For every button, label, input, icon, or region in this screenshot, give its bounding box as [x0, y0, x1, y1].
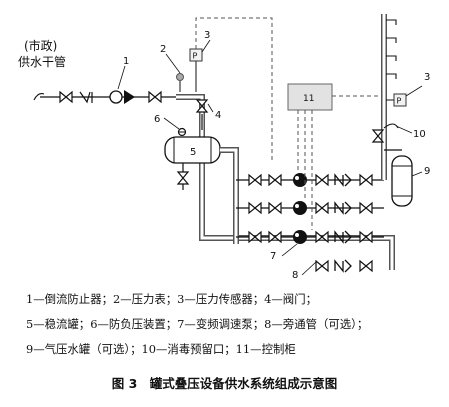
callout-3a: 3 [201, 30, 210, 53]
callout-8: 8 [292, 261, 317, 281]
legend-line-1: 1—倒流防止器；2—压力表；3—压力传感器；4—阀门； [26, 292, 317, 306]
bypass-pipe [315, 259, 373, 273]
control-cabinet [287, 83, 333, 111]
sensor-letter-2: P [397, 97, 402, 106]
inlet-pipe [33, 93, 112, 101]
callout-6: 6 [154, 114, 180, 130]
svg-text:6: 6 [154, 114, 160, 125]
inlet-label: (市政) 供水干管 [18, 38, 66, 69]
svg-text:7: 7 [270, 251, 276, 262]
svg-text:1: 1 [123, 56, 129, 67]
pressure-gauge [176, 73, 184, 92]
callout-9: 9 [411, 166, 430, 177]
svg-text:9: 9 [424, 166, 430, 177]
legend-line-3: 9—气压水罐（可选）；10—消毒预留口；11—控制柜 [26, 342, 296, 356]
pressure-sensor-inlet: P [189, 48, 203, 92]
inlet-label-line2: 供水干管 [18, 54, 66, 69]
inlet-label-line1: (市政) [24, 38, 57, 53]
callout-11: 11 [303, 94, 314, 104]
callout-5: 5 [190, 147, 196, 158]
callout-3b: 3 [405, 72, 430, 97]
discharge-riser-taps [386, 19, 397, 79]
tank-drain-valve [177, 171, 189, 185]
tank-isolation-valve [196, 99, 208, 113]
svg-text:4: 4 [215, 110, 221, 121]
stabilizing-tank [164, 136, 221, 164]
svg-text:3: 3 [204, 30, 210, 41]
callout-10: 10 [395, 125, 426, 140]
pump-row-1 [236, 173, 384, 187]
control-signal-lines [195, 17, 380, 230]
pressure-tank [391, 155, 413, 207]
inlet-gate-valve [59, 91, 73, 103]
svg-text:8: 8 [292, 270, 298, 281]
pump-row-2 [236, 201, 384, 215]
pump-row-3 [236, 230, 384, 244]
inlet-strainer-icon [79, 91, 93, 104]
callout-2: 2 [160, 44, 181, 74]
pressure-sensor-outlet: P [386, 93, 407, 107]
svg-text:2: 2 [160, 44, 166, 55]
backflow-outlet-valve [148, 91, 162, 103]
svg-text:10: 10 [413, 129, 426, 140]
water-supply-system-diagram: (市政) 供水干管 P [18, 14, 430, 281]
callout-1: 1 [117, 56, 129, 90]
callout-7: 7 [270, 243, 298, 262]
sensor-letter: P [193, 52, 198, 61]
figure-caption: 图 3 罐式叠压设备供水系统组成示意图 [111, 376, 338, 391]
anti-negative-pressure-device [177, 127, 187, 137]
svg-text:3: 3 [424, 72, 430, 83]
callout-4: 4 [207, 103, 221, 121]
legend-line-2: 5—稳流罐；6—防负压装置；7—变频调速泵；8—旁通管（可选）； [26, 317, 369, 331]
